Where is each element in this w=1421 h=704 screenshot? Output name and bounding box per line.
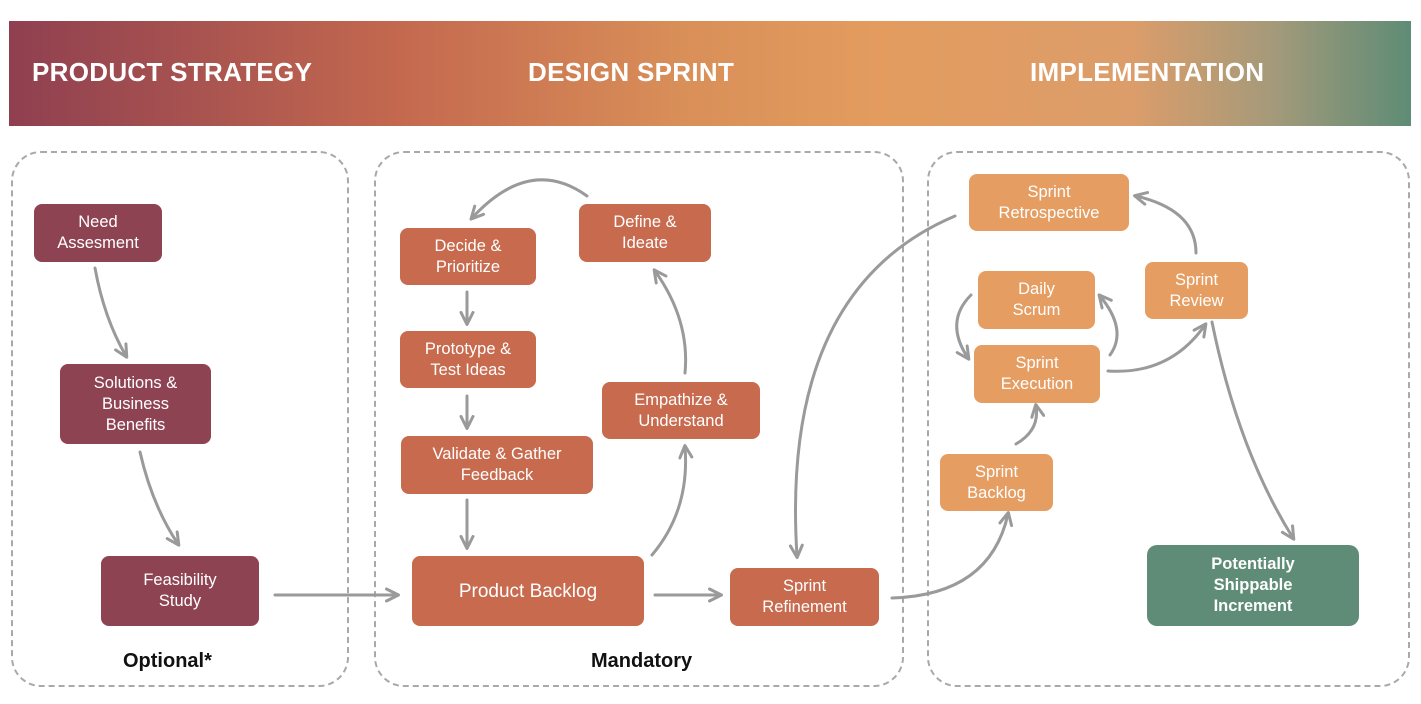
node-prototype-test-ideas: Prototype & Test Ideas (400, 331, 536, 388)
phase-product-strategy (11, 151, 349, 687)
node-decide-prioritize: Decide & Prioritize (400, 228, 536, 285)
header-product-strategy: PRODUCT STRATEGY (32, 57, 313, 87)
node-sprint-review: Sprint Review (1145, 262, 1248, 319)
node-define-ideate: Define & Ideate (579, 204, 711, 262)
header-banner (9, 21, 1411, 126)
node-sprint-backlog: Sprint Backlog (940, 454, 1053, 511)
node-feasibility-study: Feasibility Study (101, 556, 259, 626)
node-product-backlog: Product Backlog (412, 556, 644, 626)
node-sprint-execution: Sprint Execution (974, 345, 1100, 403)
node-daily-scrum: Daily Scrum (978, 271, 1095, 329)
header-design-sprint: DESIGN SPRINT (528, 57, 735, 87)
phase-label-mandatory: Mandatory (591, 650, 693, 672)
node-need-assessment: Need Assesment (34, 204, 162, 262)
node-sprint-refinement: Sprint Refinement (730, 568, 879, 626)
node-potentially-shippable-increment: Potentially Shippable Increment (1147, 545, 1359, 626)
phase-label-optional: Optional* (123, 650, 212, 672)
node-sprint-retrospective: Sprint Retrospective (969, 174, 1129, 231)
header-implementation: IMPLEMENTATION (1030, 57, 1265, 87)
node-validate-gather-feedback: Validate & Gather Feedback (401, 436, 593, 494)
node-solutions-business-benefits: Solutions & Business Benefits (60, 364, 211, 444)
node-empathize-understand: Empathize & Understand (602, 382, 760, 439)
